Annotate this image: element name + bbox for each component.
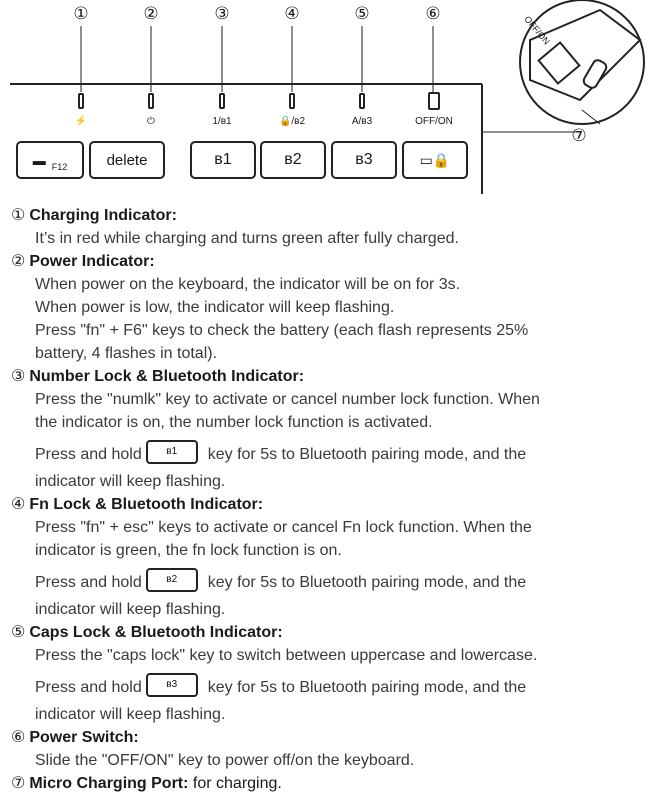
lock-screen-key: ▭🔒	[402, 141, 468, 179]
lock-screen-icon: ▭🔒	[419, 151, 451, 168]
bt1-key: ʙ1	[190, 141, 256, 179]
callout-5: ⑤	[354, 4, 370, 23]
item-title: Power Switch:	[29, 729, 139, 746]
fnlock-bt2-label: 🔒/ʙ2	[278, 116, 306, 127]
item-title: Number Lock & Bluetooth Indicator:	[29, 368, 305, 385]
bt2-key: ʙ2	[260, 141, 326, 179]
numlock-bt1-label: 1/ʙ1	[212, 116, 232, 127]
callout-6: ⑥	[425, 4, 441, 23]
delete-key: delete	[89, 141, 165, 179]
power-switch	[428, 92, 440, 110]
item-title: Fn Lock & Bluetooth Indicator:	[29, 496, 264, 513]
charging-icon: ⚡	[74, 116, 88, 127]
callout-2: ②	[143, 4, 159, 23]
item-title: Caps Lock & Bluetooth Indicator:	[29, 624, 283, 641]
off-on-label: OFF/ON	[415, 116, 453, 127]
fnlock-led	[289, 93, 295, 109]
f12-label: F12	[51, 162, 68, 172]
item-title: Power Indicator:	[29, 253, 155, 270]
callout-3: ③	[214, 4, 230, 23]
diagram-lines	[10, 0, 645, 194]
capslock-led	[359, 93, 365, 109]
screen-icon: ▬	[32, 152, 46, 168]
item-title: Charging Indicator:	[29, 207, 177, 224]
bt3-key: ʙ3	[331, 141, 397, 179]
capslock-bt3-label: A/ʙ3	[351, 116, 373, 127]
callout-7: ⑦	[571, 126, 587, 145]
bt2-key-inline: ʙ2	[145, 568, 198, 592]
power-led	[148, 93, 154, 109]
item-title: Micro Charging Port:	[29, 775, 189, 792]
numlock-led	[219, 93, 225, 109]
charging-led	[78, 93, 84, 109]
keyboard-diagram: ① ② ③ ④ ⑤ ⑥ ⑦ ⚡ ⏻ 1/ʙ1 🔒/ʙ2 A/ʙ3 OFF/ON …	[0, 0, 652, 200]
f12-key: ▬ F12	[16, 141, 84, 179]
power-icon: ⏻	[147, 116, 155, 127]
bt1-key-inline: ʙ1	[145, 440, 198, 464]
callout-4: ④	[284, 4, 300, 23]
bt3-key-inline: ʙ3	[145, 673, 198, 697]
callout-1: ①	[73, 4, 89, 23]
